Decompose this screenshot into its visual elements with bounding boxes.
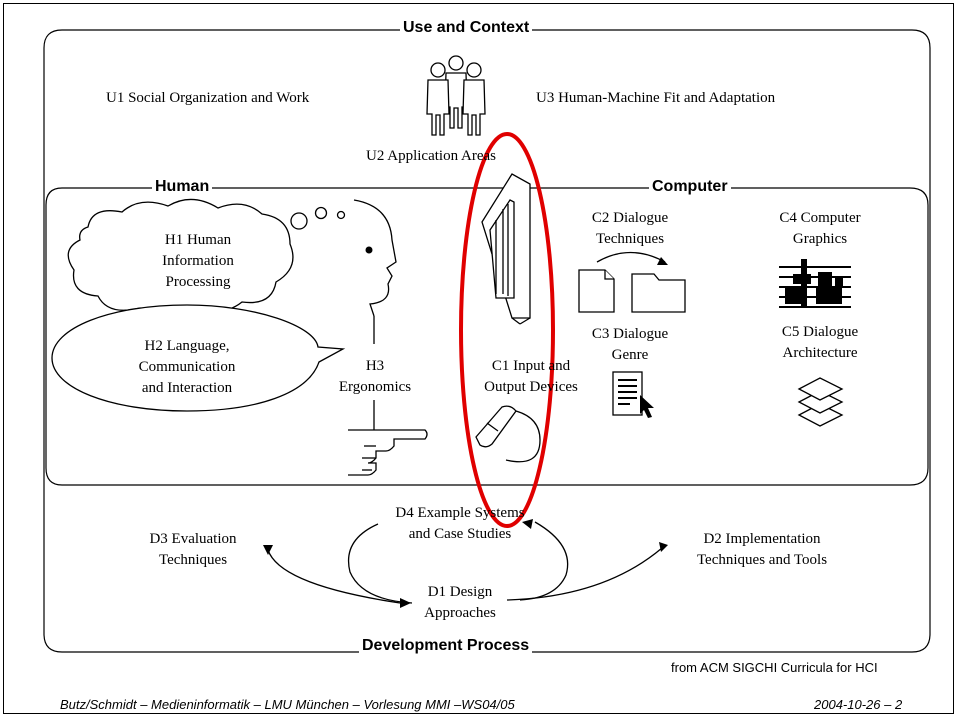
label-c4-line1: C4 Computer <box>779 210 861 226</box>
transfer-arrow <box>596 251 666 263</box>
label-c2: C2 Dialogue Techniques <box>570 208 690 250</box>
label-c1: C1 Input and Output Devices <box>466 356 596 398</box>
inner-frame <box>45 187 929 486</box>
label-d3: D3 Evaluation Techniques <box>128 529 258 571</box>
label-h3-line2: Ergonomics <box>338 379 412 395</box>
label-c4: C4 Computer Graphics <box>755 208 885 250</box>
thought-bubble-icon <box>67 198 294 316</box>
label-c3-line1: C3 Dialogue <box>591 326 669 342</box>
outer-frame <box>43 29 931 653</box>
label-h2: H2 Language, Communication and Interacti… <box>112 336 262 399</box>
layers-icon <box>797 377 844 427</box>
label-h2-line1: H2 Language, <box>144 338 230 354</box>
label-u2: U2 Application Areas <box>366 148 496 164</box>
label-d2-line1: D2 Implementation <box>703 531 821 547</box>
section-header-human: Human <box>152 178 213 196</box>
slide-border <box>3 3 954 714</box>
document-icon <box>578 269 615 313</box>
label-c3-line2: Genre <box>611 347 649 363</box>
label-h1-line2: Information <box>162 253 234 269</box>
label-c5-line2: Architecture <box>782 345 858 361</box>
label-c2-line1: C2 Dialogue <box>591 210 669 226</box>
label-d3-line1: D3 Evaluation <box>149 531 237 547</box>
label-h3: H3 Ergonomics <box>320 356 430 398</box>
label-h2-line3: and Interaction <box>141 380 233 396</box>
section-header-use-context: Use and Context <box>400 19 533 37</box>
mouse-icon <box>475 405 541 463</box>
label-d2: D2 Implementation Techniques and Tools <box>672 529 852 571</box>
label-h3-line1: H3 <box>365 358 385 374</box>
label-d1-line2: Approaches <box>424 605 496 621</box>
highlight-ellipse <box>459 132 555 528</box>
section-header-computer: Computer <box>649 178 731 196</box>
label-c2-line2: Techniques <box>595 231 665 247</box>
label-h1-line3: Processing <box>165 274 231 290</box>
cursor-icon <box>612 371 654 418</box>
label-d4: D4 Example Systems and Case Studies <box>380 503 540 545</box>
label-d1: D1 Design Approaches <box>410 582 510 624</box>
section-header-development: Development Process <box>359 637 533 655</box>
label-u3: U3 Human-Machine Fit and Adaptation <box>536 90 776 106</box>
label-c1-line1: C1 Input and <box>491 358 571 374</box>
label-c5-line1: C5 Dialogue <box>781 324 859 340</box>
label-d1-line1: D1 Design <box>427 584 493 600</box>
label-u1: U1 Social Organization and Work <box>106 90 310 106</box>
footer-right: 2004-10-26 – 2 <box>814 697 903 712</box>
label-h2-line2: Communication <box>138 359 236 375</box>
human-head-icon <box>353 199 397 317</box>
label-c3: C3 Dialogue Genre <box>570 324 690 366</box>
label-h1: H1 Human Information Processing <box>128 230 268 293</box>
folder-icon <box>631 273 686 313</box>
label-h1-line1: H1 Human <box>164 232 232 248</box>
graphics-icon <box>779 259 851 308</box>
label-d2-line2: Techniques and Tools <box>696 552 828 568</box>
label-d4-line2: and Case Studies <box>408 526 512 542</box>
footer-left: Butz/Schmidt – Medieninformatik – LMU Mü… <box>60 697 515 712</box>
pointing-hand-icon <box>348 429 428 476</box>
speech-bubble <box>51 304 346 412</box>
people-icon <box>426 55 486 136</box>
label-c1-line2: Output Devices <box>484 379 578 395</box>
source-credit: from ACM SIGCHI Curricula for HCI <box>671 660 878 675</box>
monitor-icon <box>481 173 531 325</box>
label-c4-line2: Graphics <box>792 231 848 247</box>
process-arrows <box>267 521 663 604</box>
label-d4-line1: D4 Example Systems <box>395 505 525 521</box>
label-c5: C5 Dialogue Architecture <box>755 322 885 364</box>
label-d3-line2: Techniques <box>158 552 228 568</box>
